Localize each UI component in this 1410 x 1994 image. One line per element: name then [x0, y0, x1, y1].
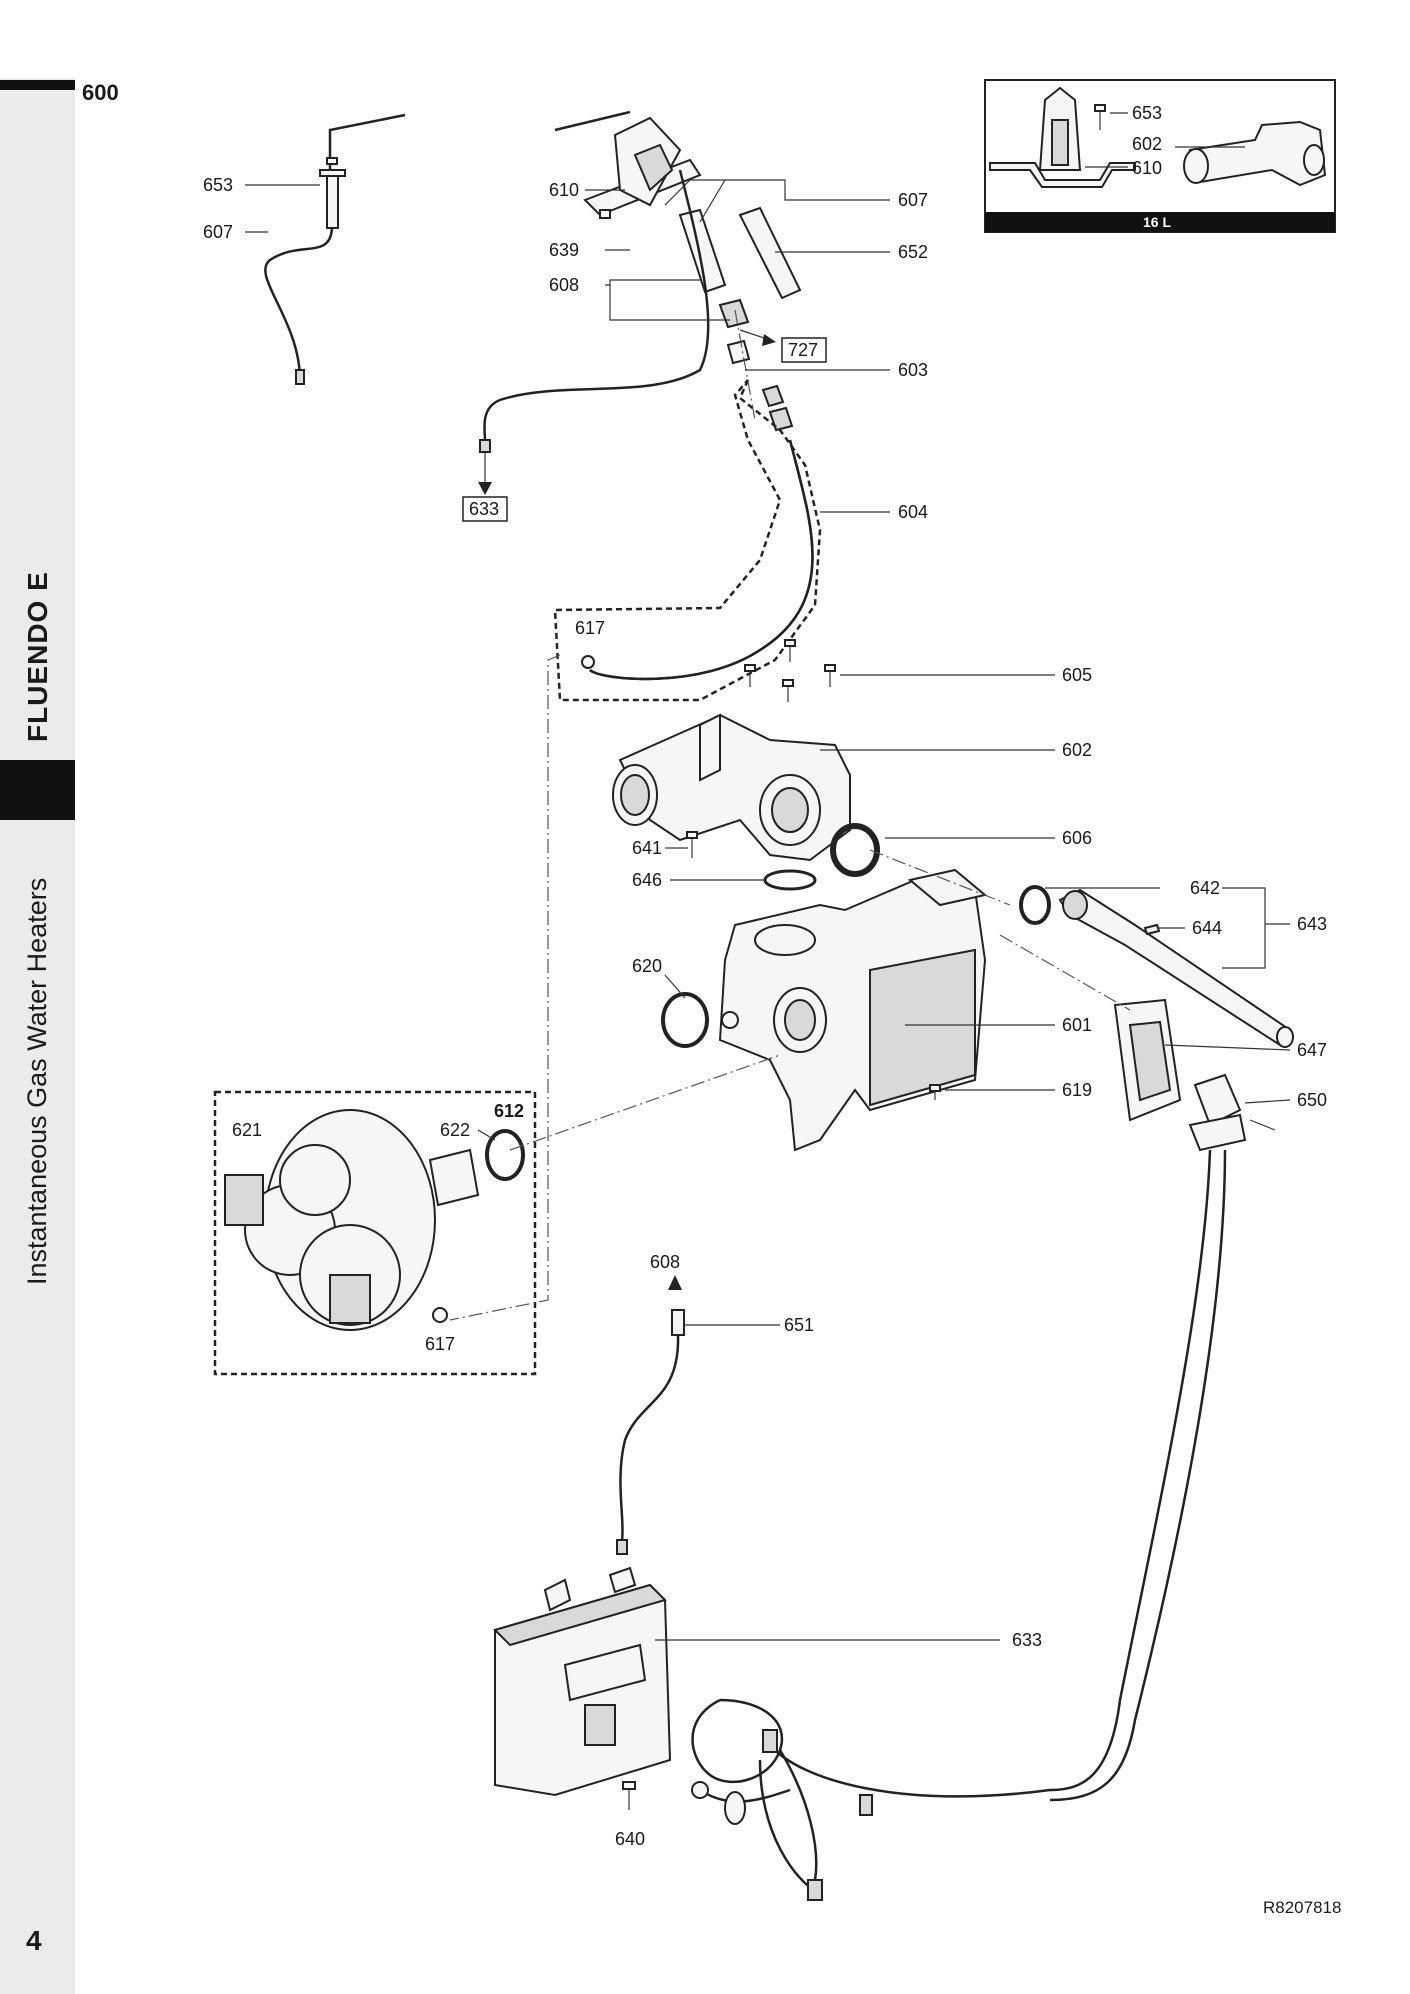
- callout-617-bottom: 617: [425, 1334, 455, 1354]
- callout-644: 644: [1192, 918, 1222, 938]
- pilot-tube-assembly: [553, 379, 822, 702]
- callout-652: 652: [898, 242, 928, 262]
- callout-622: 622: [440, 1120, 470, 1140]
- callout-603: 603: [898, 360, 928, 380]
- callout-651: 651: [784, 1315, 814, 1335]
- callout-608-top: 608: [549, 275, 579, 295]
- callout-620: 620: [632, 956, 662, 976]
- oring-620: [661, 992, 709, 1048]
- inset-caption: 16 L: [1143, 214, 1171, 230]
- callout-642: 642: [1190, 878, 1220, 898]
- sidebar-top-bar: [0, 80, 75, 90]
- microswitch-assembly: [1113, 998, 1276, 1152]
- inset-16l: 16 L 653 602 610: [984, 79, 1336, 233]
- wire-651: [616, 1275, 685, 1555]
- leader-lines: [245, 179, 1291, 1641]
- assembly-lines: [449, 309, 1131, 1321]
- seal-606: [830, 823, 880, 877]
- reference-box-633: [462, 496, 508, 522]
- callout-612: 612: [494, 1101, 524, 1121]
- pilot-burner-assembly: [478, 110, 802, 495]
- oring-646: [763, 869, 817, 891]
- callout-646: 646: [632, 870, 662, 890]
- callout-617-top: 617: [575, 618, 605, 638]
- document-reference: R8207818: [1263, 1898, 1342, 1917]
- callout-633-top: 633: [469, 499, 499, 519]
- spindle-assembly: [1019, 885, 1294, 1048]
- reference-box-727: [781, 337, 827, 363]
- callout-607: 607: [898, 190, 928, 210]
- callout-610: 610: [549, 180, 579, 200]
- water-section-612: [213, 1090, 537, 1376]
- screws-605: [744, 639, 836, 702]
- callout-601: 601: [1062, 1015, 1092, 1035]
- sidebar-black-block: [0, 760, 75, 820]
- callout-labels: 653 607 610 607 639 652 608 727 603 633 …: [203, 175, 1327, 1849]
- switch-wire-1: [1049, 1149, 1212, 1792]
- callout-647: 647: [1297, 1040, 1327, 1060]
- callout-639: 639: [549, 240, 579, 260]
- callout-604: 604: [898, 502, 928, 522]
- water-manifold-602: [612, 713, 851, 862]
- callout-602: 602: [1062, 740, 1092, 760]
- inset-label-610: 610: [1132, 158, 1162, 178]
- sidebar: [0, 78, 75, 1994]
- callout-640: 640: [615, 1829, 645, 1849]
- gas-valve-body-601: [718, 868, 988, 1152]
- callout-605: 605: [1062, 665, 1092, 685]
- callout-608-bottom: 608: [650, 1252, 680, 1272]
- callout-727: 727: [788, 340, 818, 360]
- callout-606: 606: [1062, 828, 1092, 848]
- callout-607-left: 607: [203, 222, 233, 242]
- page-number: 4: [26, 1925, 42, 1956]
- switch-wire-2: [1049, 1149, 1227, 1802]
- thermocouple-assembly-left: [264, 113, 406, 385]
- section-number: 600: [82, 80, 119, 105]
- callout-619: 619: [1062, 1080, 1092, 1100]
- callout-650: 650: [1297, 1090, 1327, 1110]
- inset-label-653: 653: [1132, 103, 1162, 123]
- callout-633-bottom: 633: [1012, 1630, 1042, 1650]
- ignition-unit-633: [493, 1566, 672, 1797]
- callout-643: 643: [1297, 914, 1327, 934]
- callout-641: 641: [632, 838, 662, 858]
- wiring-harness: [691, 1698, 1051, 1901]
- inset-label-602: 602: [1132, 134, 1162, 154]
- callout-653-left: 653: [203, 175, 233, 195]
- callout-621: 621: [232, 1120, 262, 1140]
